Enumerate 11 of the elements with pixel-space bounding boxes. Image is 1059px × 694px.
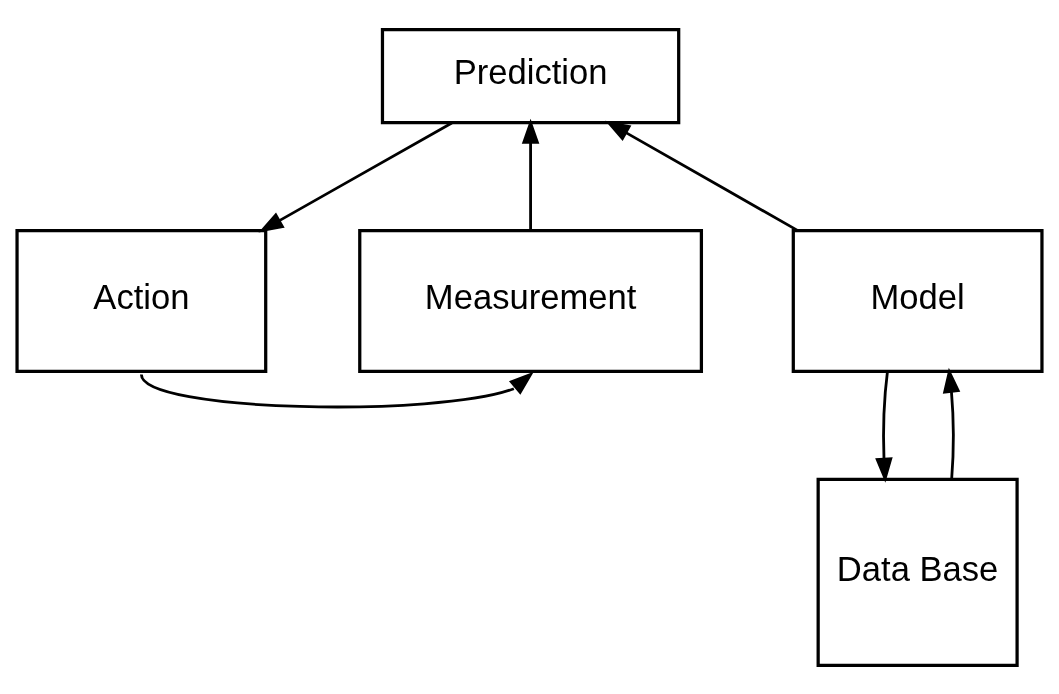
arrow — [605, 120, 799, 232]
node-box: Model — [791, 228, 1044, 373]
arrow — [140, 371, 534, 408]
arrow — [942, 367, 961, 479]
arrow — [258, 121, 453, 232]
node-box: Data Base — [816, 477, 1019, 667]
node-box: Measurement — [358, 228, 703, 373]
arrow — [521, 118, 540, 230]
arrow — [875, 371, 893, 483]
node-box: Action — [15, 228, 268, 373]
node-box: Prediction — [380, 27, 681, 124]
